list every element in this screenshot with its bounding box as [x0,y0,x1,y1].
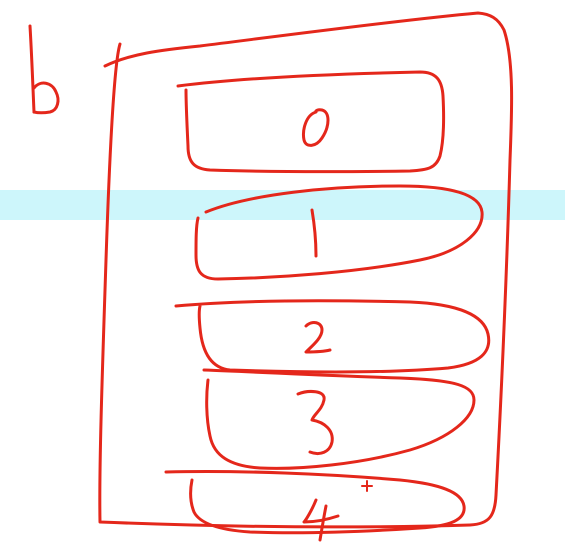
slot-4-outline [164,469,466,535]
outer-container-box [98,11,514,529]
label-b [28,24,60,115]
slot-2-digit [304,321,332,354]
cursor-cross-mark [361,480,373,492]
slot-2-outline [174,299,491,374]
slot-1-digit [310,208,318,258]
slot-3-index: 3 [312,420,313,421]
slot-4-index: 4 [318,515,319,516]
slot-0-digit [302,108,330,147]
label-b-text: b [22,70,23,71]
slot-3-outline [202,368,476,470]
slot-0-outline [176,70,446,174]
slot-2-index: 2 [312,335,313,336]
slot-0-index: 0 [310,120,311,121]
slot-1-outline [194,184,484,281]
slot-1-index: 1 [312,230,313,231]
slot-4-digit [302,498,340,542]
slot-3-digit [296,390,334,456]
